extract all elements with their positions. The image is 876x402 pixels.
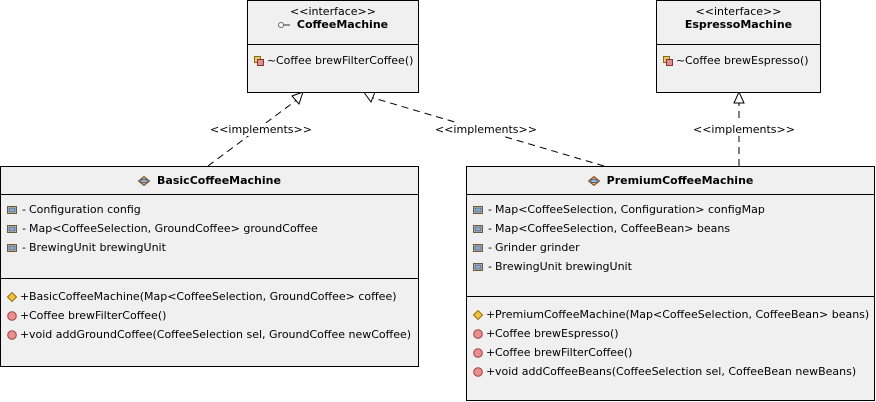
private-field-icon <box>7 205 17 214</box>
method-signature: Coffee brewFilterCoffee() <box>276 54 414 67</box>
visibility-marker: + <box>20 328 30 341</box>
field-text: Map<CoffeeSelection, Configuration> conf… <box>495 203 765 216</box>
class-icon <box>587 175 600 186</box>
method-signature: Coffee brewEspresso() <box>685 54 809 67</box>
field-text: Map<CoffeeSelection, CoffeeBean> beans <box>495 222 731 235</box>
method-row[interactable]: + Coffee brewFilterCoffee() <box>467 343 874 362</box>
relation-label: <<implements>> <box>435 123 537 136</box>
methods-section: + PremiumCoffeeMachine(Map<CoffeeSelecti… <box>467 297 874 381</box>
visibility-marker: + <box>486 346 496 359</box>
private-field-icon <box>7 243 17 252</box>
visibility-marker: + <box>486 308 496 321</box>
public-method-icon <box>473 328 483 339</box>
abstract-method-icon <box>663 55 673 66</box>
method-row[interactable]: ~ Coffee brewEspresso() <box>657 51 820 70</box>
class-icon <box>138 175 151 186</box>
method-row[interactable]: + BasicCoffeeMachine(Map<CoffeeSelection… <box>1 287 418 306</box>
fields-section: - Configuration config - Map<CoffeeSelec… <box>1 195 418 279</box>
interface-espressomachine[interactable]: <<interface>> EspressoMachine ~ Coffee b… <box>656 0 821 93</box>
method-row[interactable]: + PremiumCoffeeMachine(Map<CoffeeSelecti… <box>467 305 874 324</box>
visibility-marker: ~ <box>676 54 686 67</box>
method-signature: void addCoffeeBeans(CoffeeSelection sel,… <box>495 365 857 378</box>
interface-name: EspressoMachine <box>684 18 793 31</box>
method-signature: BasicCoffeeMachine(Map<CoffeeSelection, … <box>29 290 397 303</box>
visibility-marker: ~ <box>267 54 277 67</box>
private-field-icon <box>473 243 483 252</box>
visibility-marker: - <box>22 203 26 216</box>
interface-icon <box>277 22 290 28</box>
visibility-marker: - <box>488 203 492 216</box>
field-row[interactable]: - Grinder grinder <box>467 238 874 257</box>
class-basiccoffeemachine[interactable]: BasicCoffeeMachine - Configuration confi… <box>0 166 419 367</box>
public-method-icon <box>7 329 17 340</box>
method-row[interactable]: ~ Coffee brewFilterCoffee() <box>248 51 418 70</box>
field-text: BrewingUnit brewingUnit <box>29 241 166 254</box>
interface-name: CoffeeMachine <box>296 18 389 31</box>
method-row[interactable]: + void addGroundCoffee(CoffeeSelection s… <box>1 325 418 344</box>
private-field-icon <box>7 224 17 233</box>
visibility-marker: - <box>22 222 26 235</box>
public-method-icon <box>7 310 17 321</box>
method-signature: PremiumCoffeeMachine(Map<CoffeeSelection… <box>495 308 870 321</box>
constructor-icon <box>7 291 17 302</box>
field-text: Grinder grinder <box>495 241 580 254</box>
methods-section: + BasicCoffeeMachine(Map<CoffeeSelection… <box>1 279 418 344</box>
field-row[interactable]: - Map<CoffeeSelection, GroundCoffee> gro… <box>1 219 418 238</box>
field-row[interactable]: - Map<CoffeeSelection, CoffeeBean> beans <box>467 219 874 238</box>
method-row[interactable]: + void addCoffeeBeans(CoffeeSelection se… <box>467 362 874 381</box>
public-method-icon <box>473 366 483 377</box>
abstract-method-icon <box>254 55 264 66</box>
visibility-marker: + <box>486 327 496 340</box>
method-signature: void addGroundCoffee(CoffeeSelection sel… <box>29 328 412 341</box>
stereotype-label: <<interface>> <box>695 5 782 18</box>
realization-arrowhead <box>291 91 304 105</box>
visibility-marker: + <box>20 290 30 303</box>
private-field-icon <box>473 224 483 233</box>
constructor-icon <box>473 309 483 320</box>
class-premiumcoffeemachine[interactable]: PremiumCoffeeMachine - Map<CoffeeSelecti… <box>466 166 875 401</box>
interface-coffeemachine[interactable]: <<interface>> CoffeeMachine ~ Coffee bre… <box>247 0 419 93</box>
visibility-marker: - <box>488 260 492 273</box>
visibility-marker: + <box>486 365 496 378</box>
visibility-marker: - <box>488 222 492 235</box>
field-row[interactable]: - Map<CoffeeSelection, Configuration> co… <box>467 200 874 219</box>
method-signature: Coffee brewFilterCoffee() <box>29 309 167 322</box>
relation-line-basic-to-coffeemachine <box>207 98 299 167</box>
public-method-icon <box>473 347 483 358</box>
stereotype-label: <<interface>> <box>290 5 376 18</box>
method-signature: Coffee brewFilterCoffee() <box>495 346 633 359</box>
visibility-marker: + <box>20 309 30 322</box>
visibility-marker: - <box>488 241 492 254</box>
method-row[interactable]: + Coffee brewEspresso() <box>467 324 874 343</box>
private-field-icon <box>473 262 483 271</box>
relation-label: <<implements>> <box>693 123 795 136</box>
class-name: PremiumCoffeeMachine <box>606 173 754 187</box>
field-text: Configuration config <box>29 203 141 216</box>
method-row[interactable]: + Coffee brewFilterCoffee() <box>1 306 418 325</box>
field-text: BrewingUnit brewingUnit <box>495 260 632 273</box>
method-signature: Coffee brewEspresso() <box>495 327 619 340</box>
realization-arrowhead <box>733 90 745 104</box>
field-row[interactable]: - BrewingUnit brewingUnit <box>467 257 874 276</box>
class-name: BasicCoffeeMachine <box>157 173 281 187</box>
field-row[interactable]: - BrewingUnit brewingUnit <box>1 238 418 257</box>
private-field-icon <box>473 205 483 214</box>
fields-section: - Map<CoffeeSelection, Configuration> co… <box>467 195 874 297</box>
relation-label: <<implements>> <box>210 123 312 136</box>
field-text: Map<CoffeeSelection, GroundCoffee> groun… <box>29 222 318 235</box>
field-row[interactable]: - Configuration config <box>1 200 418 219</box>
visibility-marker: - <box>22 241 26 254</box>
